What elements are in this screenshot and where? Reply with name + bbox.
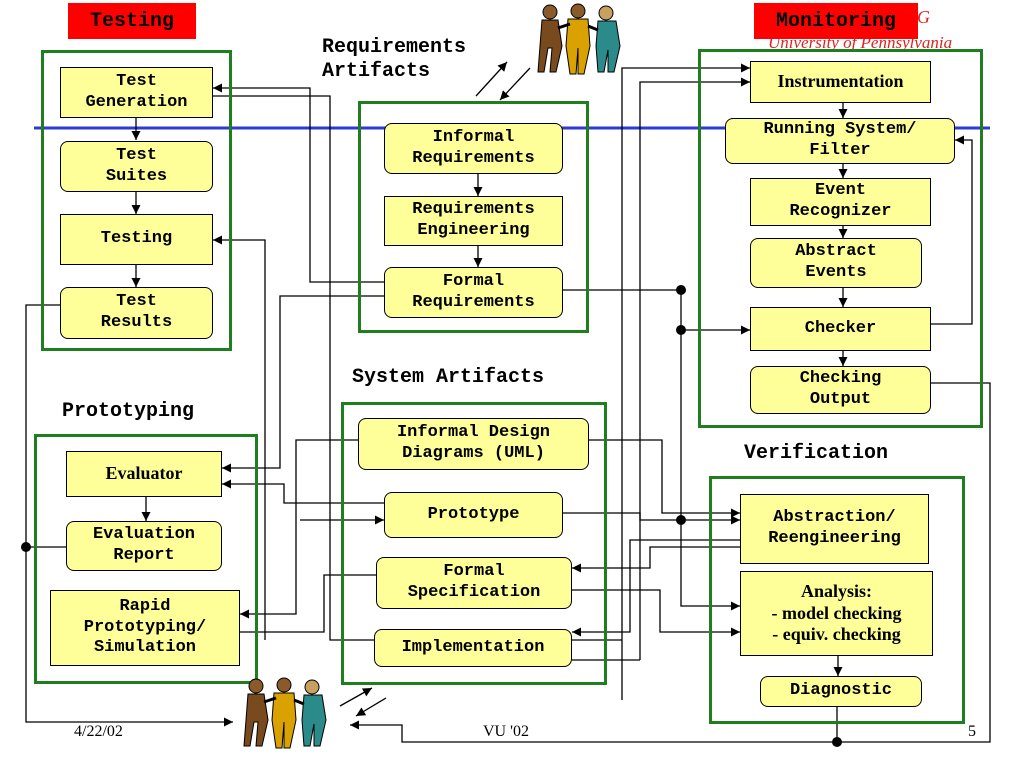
checker-box: Checker [750,307,931,351]
running-system-box: Running System/ Filter [725,118,955,164]
verification-frame [709,476,965,724]
footer-page-number: 5 [968,723,976,740]
requirements-engineering-box: Requirements Engineering [384,196,563,246]
diagnostic-box: Diagnostic [760,676,922,707]
system-artifacts-label: System Artifacts [352,366,545,389]
verification-label: Verification [744,442,889,465]
informal-requirements-box: Informal Requirements [384,123,563,174]
formal-requirements-box: Formal Requirements [384,267,563,318]
requirements-artifacts-label: Requirements Artifacts [322,36,467,83]
testing-frame [41,50,232,351]
implementation-box: Implementation [374,629,572,667]
people-group-icon [537,3,621,75]
analysis-box: Analysis: - model checking - equiv. chec… [740,571,933,656]
people-group-icon-bottom [243,677,327,749]
system-artifacts-frame [341,402,607,685]
evaluation-report-box: Evaluation Report [66,521,222,571]
event-recognizer-box: Event Recognizer [750,178,931,226]
abstraction-box: Abstraction/ Reengineering [740,494,929,564]
monitoring-frame [698,49,983,428]
footer-date: 4/22/02 [74,723,123,740]
footer-venue: VU '02 [483,723,529,740]
testing-box: Testing [60,214,213,265]
prototyping-label: Prototyping [62,400,195,423]
formal-specification-box: Formal Specification [376,557,572,609]
monitoring-tab: Monitoring [754,3,918,39]
test-generation-box: Test Generation [60,67,213,118]
informal-design-box: Informal Design Diagrams (UML) [358,418,589,470]
checking-output-box: Checking Output [750,366,931,414]
test-suites-box: Test Suites [60,141,213,192]
rapid-prototyping-box: Rapid Prototyping/ Simulation [50,590,240,666]
instrumentation-box: Instrumentation [750,61,931,103]
prototyping-frame [34,434,258,684]
prototype-box: Prototype [384,492,563,538]
testing-tab: Testing [68,3,196,39]
abstract-events-box: Abstract Events [750,238,922,288]
test-results-box: Test Results [60,287,213,339]
evaluator-box: Evaluator [66,451,222,497]
requirements-frame [358,101,589,333]
